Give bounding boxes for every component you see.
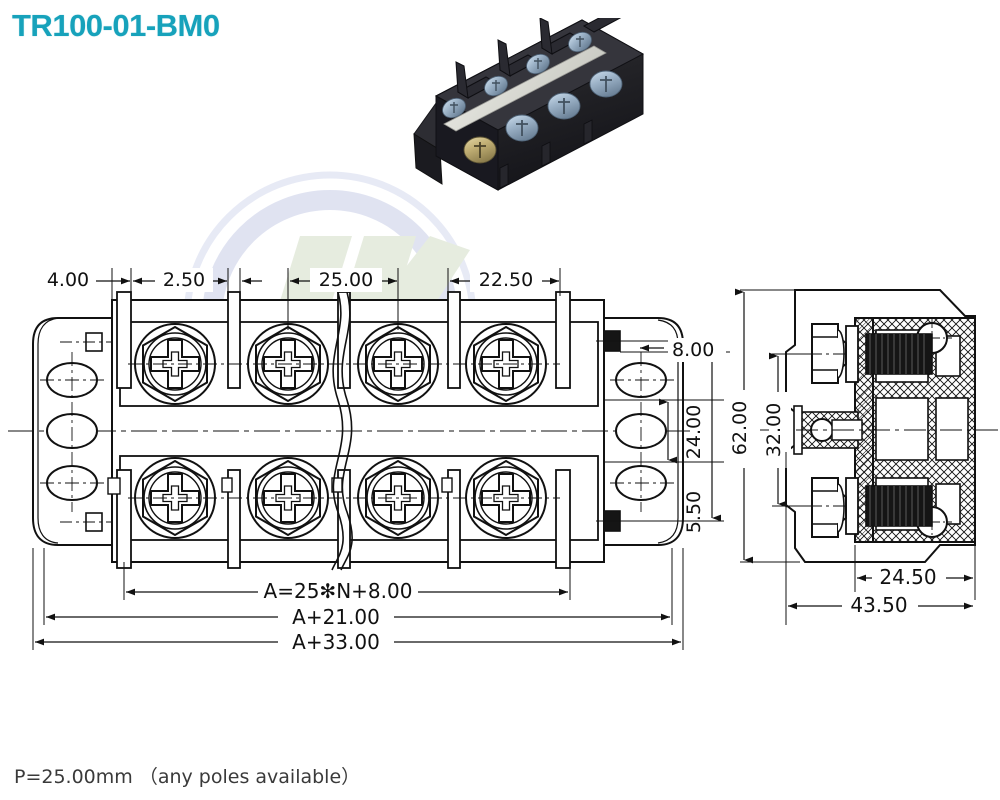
mount-holes-left [40, 352, 106, 512]
dim-bottom-a33: A+33.00 [292, 630, 380, 654]
dim-top-3: 22.50 [479, 269, 533, 291]
dim-top-0: 4.00 [47, 269, 89, 291]
hex-nut-upper [811, 323, 847, 384]
dim-side-4350: 43.50 [850, 593, 907, 617]
dimension-labels-right: 8.00 24.00 5.50 [668, 338, 726, 533]
hex-nut-lower [811, 477, 847, 538]
footer-note: P=25.00mm （any poles available） [14, 766, 361, 788]
dim-side-32: 32.00 [763, 403, 785, 457]
dim-right-24: 24.00 [683, 405, 705, 459]
dimension-labels-side-left: 62.00 32.00 [729, 390, 791, 468]
dim-side-2450: 24.50 [879, 565, 936, 589]
break-line [331, 285, 353, 571]
threaded-stud-lower [865, 485, 933, 527]
top-view: 4.00 2.50 25.00 22.50 [8, 268, 730, 655]
page-title: TR100-01-BM0 [12, 8, 220, 43]
dim-side-62: 62.00 [729, 401, 751, 455]
dimension-labels-side-bottom: 24.50 43.50 [842, 564, 946, 618]
mount-holes-right [610, 352, 676, 512]
dim-right-55: 5.50 [683, 491, 705, 533]
dimension-labels-bottom: A=25✻N+8.00 A+21.00 A+33.00 [258, 578, 418, 655]
dim-bottom-a21: A+21.00 [292, 605, 380, 629]
dim-bottom-a: A=25✻N+8.00 [264, 579, 413, 603]
dim-top-1: 2.50 [163, 269, 205, 291]
product-photo [413, 18, 645, 191]
dimension-labels-top: 4.00 2.50 25.00 22.50 [40, 268, 542, 292]
threaded-stud-upper [865, 333, 933, 375]
dim-right-8: 8.00 [672, 339, 714, 361]
side-section-view: 62.00 32.00 24.50 43.50 [729, 288, 1000, 625]
dim-top-2: 25.00 [319, 269, 373, 291]
